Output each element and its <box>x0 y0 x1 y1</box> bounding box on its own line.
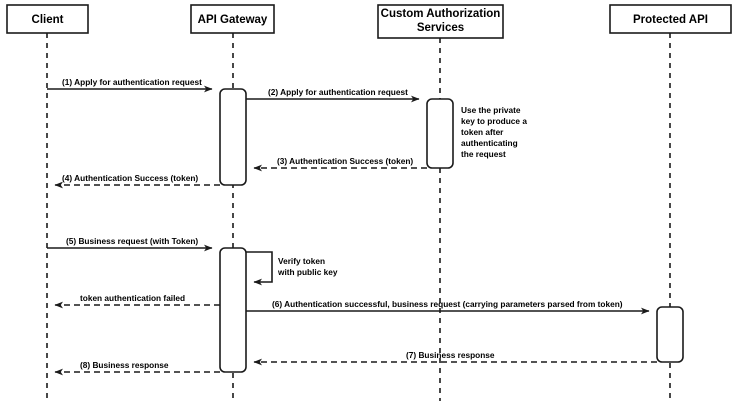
message-5-label: (5) Business request (with Token) <box>66 236 198 246</box>
message-2-label: (2) Apply for authentication request <box>268 87 408 97</box>
message-token-auth-failed-label: token authentication failed <box>80 293 185 303</box>
note-private-key: Use the private key to produce a token a… <box>461 105 527 159</box>
participant-api-gateway[interactable]: API Gateway <box>190 4 275 34</box>
activation-api-gateway-2 <box>219 247 247 373</box>
participant-custom-auth[interactable]: Custom Authorization Services <box>377 4 504 39</box>
note-private-key-line-3: token after <box>461 127 504 137</box>
participant-box-api-gateway[interactable] <box>190 4 275 34</box>
message-3-label: (3) Authentication Success (token) <box>277 156 413 166</box>
message-self-label-line2: with public key <box>277 267 338 277</box>
message-self-label-line1: Verify token <box>278 256 325 266</box>
participant-client[interactable]: Client <box>6 4 89 34</box>
message-6: (6) Authentication successful, business … <box>246 299 650 315</box>
message-7: (7) Business response <box>253 350 657 366</box>
message-1-label: (1) Apply for authentication request <box>62 77 202 87</box>
message-6-label: (6) Authentication successful, business … <box>272 299 623 309</box>
participant-protected-api[interactable]: Protected API <box>609 4 732 34</box>
message-token-auth-failed: token authentication failed <box>54 293 220 309</box>
activation-protected-api-1 <box>656 306 684 363</box>
participant-label-protected-api: Protected API <box>633 14 708 26</box>
activation-api-gateway-1 <box>219 88 247 186</box>
participant-box-client[interactable] <box>6 4 89 34</box>
note-private-key-line-1: Use the private <box>461 105 521 115</box>
participant-label-custom-auth-line2: Services <box>417 22 464 34</box>
message-8: (8) Business response <box>54 360 220 376</box>
participant-box-protected-api[interactable] <box>609 4 732 34</box>
message-4-label: (4) Authentication Success (token) <box>62 173 198 183</box>
message-7-label: (7) Business response <box>406 350 495 360</box>
participant-label-custom-auth-line1: Custom Authorization <box>381 8 501 20</box>
message-self-arrow <box>246 251 273 286</box>
activation-custom-auth-1 <box>426 98 454 169</box>
message-8-label: (8) Business response <box>80 360 169 370</box>
message-1: (1) Apply for authentication request <box>47 77 213 93</box>
participant-label-client: Client <box>32 14 64 26</box>
note-private-key-line-4: authenticating <box>461 138 518 148</box>
note-private-key-line-5: the request <box>461 149 506 159</box>
activation-bars <box>219 88 684 373</box>
participant-label-api-gateway: API Gateway <box>198 14 268 26</box>
message-4: (4) Authentication Success (token) <box>54 173 220 189</box>
note-private-key-line-2: key to produce a <box>461 116 527 126</box>
message-5: (5) Business request (with Token) <box>47 236 213 252</box>
message-3: (3) Authentication Success (token) <box>253 156 427 172</box>
participant-box-custom-auth[interactable] <box>377 4 504 39</box>
message-self-verify-token: Verify token with public key <box>246 251 338 286</box>
message-2: (2) Apply for authentication request <box>246 87 420 103</box>
